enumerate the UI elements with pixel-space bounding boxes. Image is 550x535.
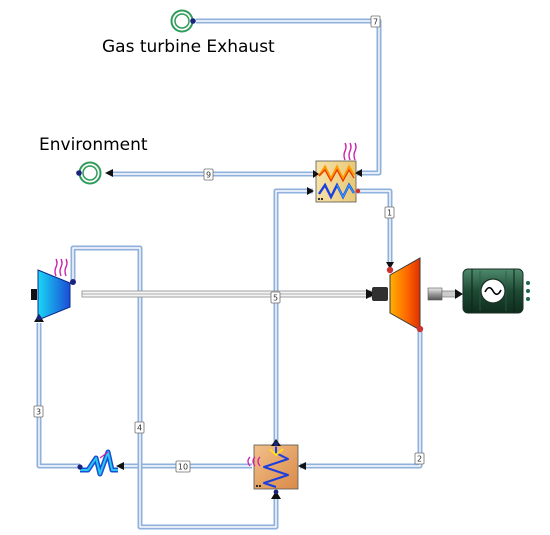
pump-icon[interactable] (31, 258, 76, 322)
condenser-icon[interactable] (77, 449, 124, 477)
svg-text:4: 4 (137, 424, 142, 433)
svg-text:3: 3 (36, 408, 41, 417)
pipe-stream-5 (273, 188, 313, 442)
svg-text:10: 10 (178, 463, 188, 472)
svg-text:5: 5 (273, 294, 278, 303)
pipe-stream-1 (357, 188, 393, 262)
heat-exchanger-icon[interactable] (307, 142, 362, 203)
stream-tag-3: 3 (33, 405, 44, 418)
stream-tag-1: 1 (384, 206, 395, 219)
stream-tag-7: 7 (370, 15, 381, 28)
shaft-pump-turbine (81, 289, 376, 299)
stream-tag-2: 2 (414, 452, 425, 465)
turbine-icon[interactable] (386, 257, 424, 333)
environment-label: Environment (39, 135, 148, 155)
stream-tag-10: 10 (175, 460, 191, 473)
svg-text:9: 9 (206, 171, 211, 180)
svg-text:1: 1 (387, 209, 392, 218)
environment-sink[interactable] (76, 161, 113, 185)
pipe-stream-2 (300, 330, 423, 469)
stream-tag-5: 5 (270, 291, 281, 304)
gas-turbine-exhaust-source[interactable] (170, 9, 196, 33)
recuperator-icon[interactable] (247, 439, 306, 499)
pipe-stream-4 (70, 245, 279, 530)
pipe-stream-7 (196, 18, 382, 176)
shaft-turbine-generator (372, 287, 463, 301)
generator-icon[interactable] (462, 268, 530, 314)
svg-text:7: 7 (373, 18, 378, 27)
pipe-stream-3 (36, 323, 80, 469)
stream-tag-4: 4 (134, 421, 145, 434)
stream-tag-9: 9 (203, 168, 214, 181)
gas-turbine-exhaust-label: Gas turbine Exhaust (102, 37, 275, 57)
svg-text:2: 2 (417, 455, 422, 464)
